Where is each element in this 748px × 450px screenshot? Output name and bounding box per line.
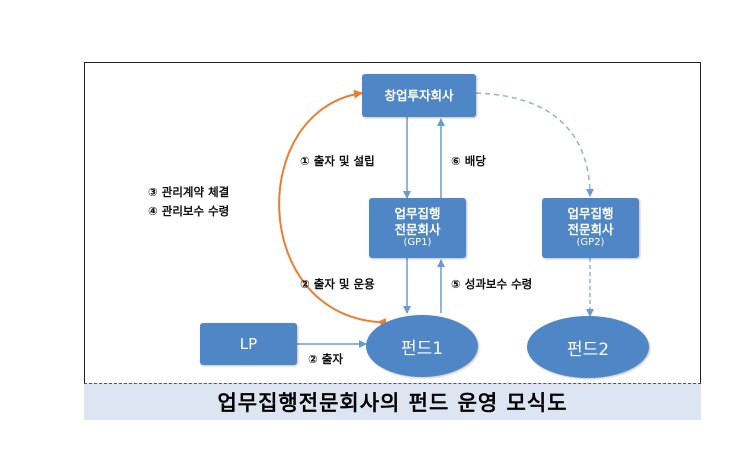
node-startup-company: 창업투자회사 [362, 74, 476, 117]
node-fund1-label: 펀드1 [400, 338, 444, 359]
node-startup-company-label: 창업투자회사 [384, 87, 454, 103]
node-fund1: 펀드1 [366, 315, 478, 377]
node-lp-label: LP [239, 334, 258, 353]
node-gp1: 업무집행 전문회사 (GP1) [369, 198, 466, 258]
label-step4: ④ 관리보수 수령 [148, 204, 230, 218]
label-step1: ① 출자 및 설립 [300, 154, 375, 168]
arrow-management-contract [278, 89, 387, 328]
label-step5: ⑤ 성과보수 수령 [451, 277, 533, 291]
node-gp1-sub: (GP1) [403, 237, 432, 249]
diagram-caption: 업무집행전문회사의 펀드 운영 모식도 [84, 383, 701, 420]
label-step2b: ② 출자 [308, 352, 343, 366]
node-gp2: 업무집행 전문회사 (GP2) [542, 198, 639, 258]
node-fund2-label: 펀드2 [566, 339, 610, 360]
label-step6: ⑥ 배당 [451, 154, 486, 168]
node-gp1-line2: 전문회사 [394, 221, 441, 237]
node-gp1-line1: 업무집행 [394, 206, 441, 222]
node-lp: LP [200, 323, 297, 365]
label-step3: ③ 관리계약 체결 [148, 185, 230, 199]
node-gp2-line1: 업무집행 [567, 206, 614, 222]
node-gp2-line2: 전문회사 [567, 221, 614, 237]
node-fund2: 펀드2 [527, 316, 649, 378]
arrow-startup-to-gp2 [475, 92, 594, 197]
node-gp2-sub: (GP2) [576, 237, 605, 249]
label-step2a: ② 출자 및 운용 [300, 277, 375, 291]
